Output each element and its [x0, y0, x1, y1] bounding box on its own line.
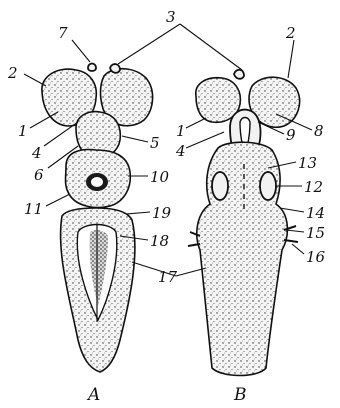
- view-b: [188, 70, 300, 376]
- label-18: 18: [150, 232, 169, 250]
- label-11: 11: [24, 200, 43, 218]
- a-top-knob: [88, 64, 96, 72]
- view-a: [42, 64, 153, 373]
- a-right-knob: [110, 64, 120, 73]
- label-9: 9: [286, 126, 296, 144]
- label-16: 16: [306, 248, 326, 266]
- label-4-b: 4: [175, 142, 186, 160]
- label-6: 6: [34, 166, 44, 184]
- label-15: 15: [306, 224, 325, 242]
- caption-b: B: [233, 385, 247, 405]
- a-dark-spot-ring: [91, 177, 103, 187]
- label-10: 10: [150, 168, 170, 186]
- label-19: 19: [152, 204, 172, 222]
- label-8: 8: [314, 122, 324, 140]
- label-3: 3: [166, 8, 176, 26]
- label-17: 17: [158, 268, 178, 286]
- b-right-bulge: [260, 172, 276, 200]
- label-4-a: 4: [31, 144, 42, 162]
- caption-a: A: [86, 385, 100, 405]
- label-13: 13: [298, 154, 317, 172]
- label-1-a: 1: [18, 122, 28, 140]
- b-left-bulge: [212, 172, 228, 200]
- label-12: 12: [304, 178, 323, 196]
- label-5: 5: [150, 134, 160, 152]
- label-2-a: 2: [7, 64, 18, 82]
- label-14: 14: [306, 204, 325, 222]
- label-1-b: 1: [176, 122, 186, 140]
- label-2-b: 2: [285, 24, 296, 42]
- b-top-nub: [234, 70, 244, 79]
- label-7: 7: [58, 24, 68, 42]
